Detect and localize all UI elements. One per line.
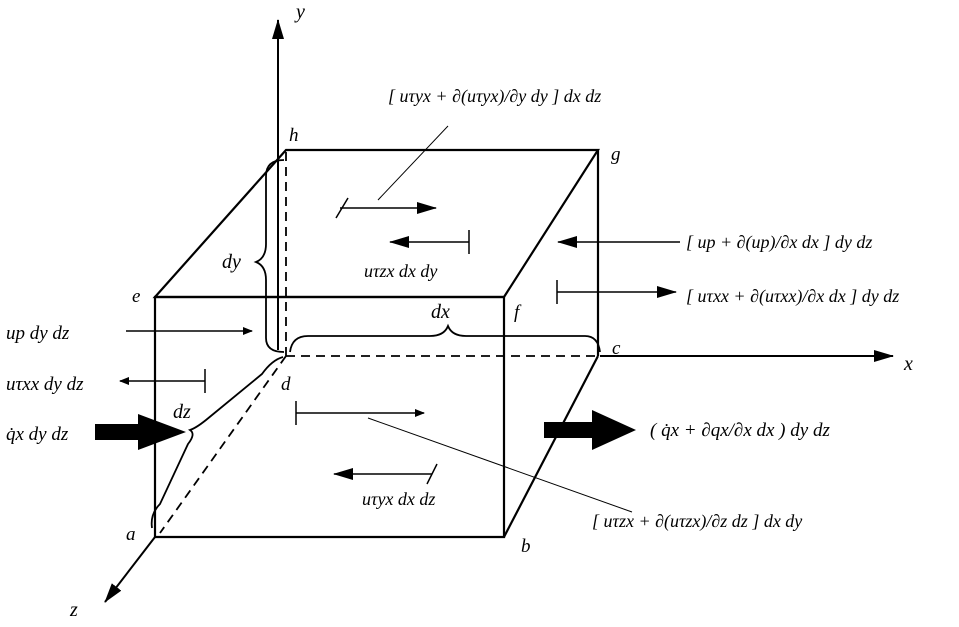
tauyx-top-label: [ uτyx + ∂(uτyx)/∂y dy ] dx dz [388,86,601,107]
right-bottom-edge [503,355,599,538]
front-face [153,295,506,539]
tauyx-top-leader [377,125,449,201]
tauxx-out-label: [ uτxx + ∂(uτxx)/∂x dx ] dy dz [686,286,899,307]
up-out-label: [ up + ∂(up)/∂x dx ] dy dz [686,232,872,253]
tauyx-bottom-tick [426,463,438,485]
dy-label: dy [222,251,241,273]
z-axis-label: z [69,599,78,621]
tauyx-top-tick [335,197,349,219]
dx-label: dx [431,301,450,323]
corner-b: b [521,536,531,557]
corner-e: e [132,286,140,307]
dx-brace [289,323,601,353]
hidden-edge-da [159,355,287,534]
corner-d: d [281,374,291,395]
x-axis-label: x [903,353,913,375]
tauzx-front-leader [367,417,633,513]
dz-brace [150,356,284,529]
corner-f: f [514,302,522,323]
y-axis-label: y [294,1,305,23]
tauzx-top-label: uτzx dx dy [364,261,437,281]
q-out-arrow [544,410,636,450]
tauxx-in-label: uτxx dy dz [6,374,84,395]
dy-brace [253,159,285,353]
corner-c: c [612,338,621,359]
corner-a: a [126,524,136,545]
dz-label: dz [173,401,191,423]
corner-h: h [289,125,299,146]
q-out-label: ( q̇x + ∂qx/∂x dx ) dy dz [650,420,830,441]
tauyx-bottom-label: uτyx dx dz [362,489,435,509]
tauzx-front-label: [ uτzx + ∂(uτzx)/∂z dz ] dx dy [592,511,802,532]
z-axis [104,536,156,603]
corner-g: g [611,144,621,165]
q-in-label: q̇x dy dz [6,424,69,445]
q-in-arrow [95,414,186,450]
up-in-label: up dy dz [6,323,70,344]
